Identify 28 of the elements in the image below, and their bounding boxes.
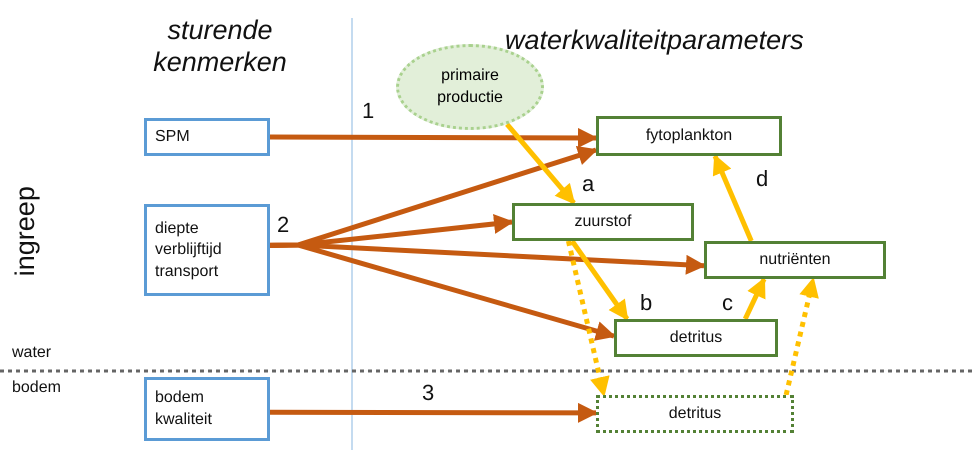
process-box: diepte verblijftijd transport [144,204,270,296]
edge-label: 3 [422,382,434,404]
arrow [570,240,630,321]
zone-label: bodem [12,378,61,398]
zone-label: water [12,343,52,362]
arrow [566,240,610,397]
process-box: bodem kwaliteit [144,377,270,441]
process-box: detritus [614,319,778,357]
arrow [784,277,819,396]
edge-label: d [756,168,768,190]
edge-label: a [582,173,594,195]
process-box: zuurstof [512,203,694,241]
arrow [270,402,598,423]
process-box: detritus [596,395,794,433]
process-box: nutriënten [704,241,886,279]
callout-number: 2 [277,212,290,238]
column-heading: sturende kenmerken [152,14,288,79]
edge-label: c [722,292,733,314]
edge-label: b [640,292,652,314]
arrow [505,122,576,205]
process-box: fytoplankton [596,116,782,156]
edge-label: 1 [362,100,374,122]
arrow [742,277,766,320]
arrow [712,154,754,242]
arrow [270,242,616,341]
arrow [270,128,598,148]
process-box: SPM [144,118,270,156]
side-label: ingreep [8,186,41,276]
